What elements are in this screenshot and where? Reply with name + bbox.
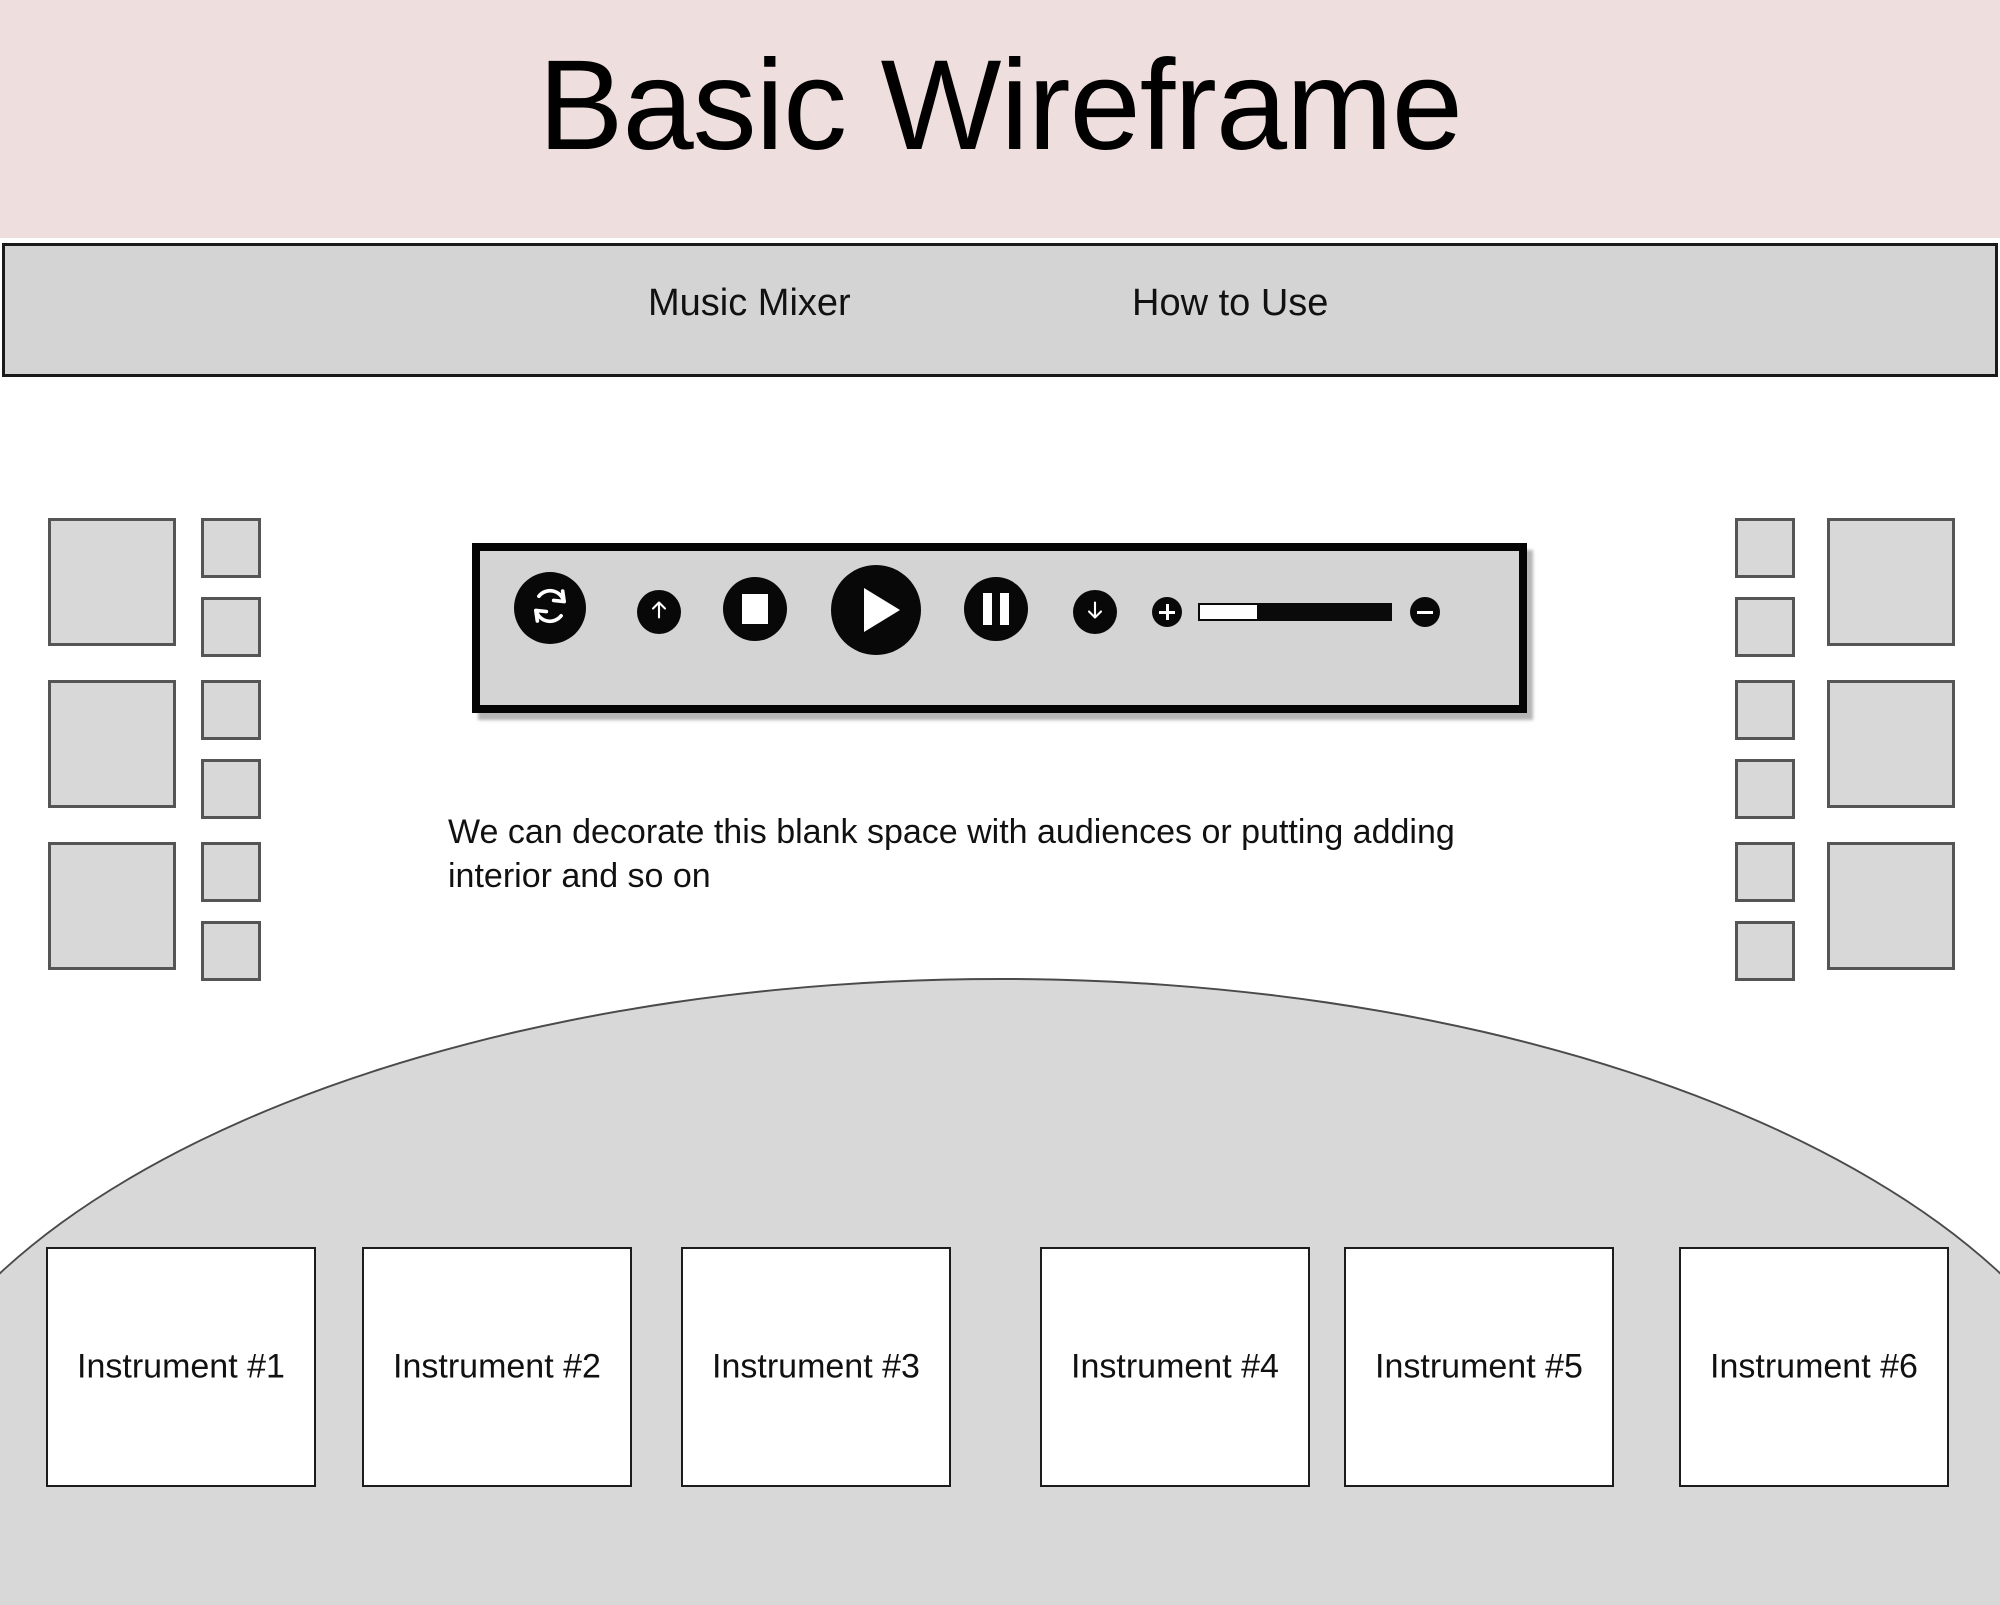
upload-button[interactable] — [637, 590, 681, 634]
loop-button[interactable] — [514, 572, 586, 644]
speaker-block-large[interactable] — [1827, 518, 1955, 646]
instrument-card[interactable]: Instrument #5 — [1344, 1247, 1614, 1487]
stop-icon — [742, 594, 768, 624]
speaker-block-small[interactable] — [1735, 842, 1795, 902]
speaker-block-small[interactable] — [1735, 518, 1795, 578]
instrument-card[interactable]: Instrument #6 — [1679, 1247, 1949, 1487]
instrument-label: Instrument #6 — [1710, 1347, 1918, 1386]
volume-increase-icon[interactable] — [1152, 597, 1182, 627]
speaker-block-large[interactable] — [1827, 680, 1955, 808]
speaker-group-left-3 — [48, 842, 268, 981]
instrument-label: Instrument #4 — [1071, 1347, 1279, 1386]
speaker-block-small[interactable] — [1735, 759, 1795, 819]
speaker-block-small[interactable] — [201, 921, 261, 981]
speaker-group-right-3 — [1735, 842, 1955, 981]
speaker-block-large[interactable] — [48, 518, 176, 646]
header-banner: Basic Wireframe — [0, 0, 2000, 238]
speaker-block-small[interactable] — [1735, 597, 1795, 657]
speaker-block-small[interactable] — [201, 597, 261, 657]
instrument-label: Instrument #1 — [77, 1347, 285, 1386]
speaker-block-large[interactable] — [48, 680, 176, 808]
pause-icon — [983, 593, 1009, 625]
blank-space-note: We can decorate this blank space with au… — [448, 813, 1455, 895]
speaker-block-large[interactable] — [48, 842, 176, 970]
speaker-block-small[interactable] — [201, 680, 261, 740]
volume-slider[interactable] — [1198, 603, 1392, 621]
download-button[interactable] — [1073, 590, 1117, 634]
page-title: Basic Wireframe — [538, 34, 1463, 177]
nav-item-how-to-use[interactable]: How to Use — [1132, 282, 1329, 324]
nav-bar: Music Mixer How to Use — [2, 243, 1998, 377]
instrument-label: Instrument #2 — [393, 1347, 601, 1386]
pause-button[interactable] — [964, 577, 1028, 641]
speaker-block-small[interactable] — [201, 518, 261, 578]
player-control-panel — [472, 543, 1527, 713]
speaker-block-small[interactable] — [201, 759, 261, 819]
instrument-card[interactable]: Instrument #4 — [1040, 1247, 1310, 1487]
speaker-group-right-1 — [1735, 518, 1955, 657]
volume-decrease-icon[interactable] — [1410, 597, 1440, 627]
speaker-group-left-1 — [48, 518, 268, 657]
instrument-row: Instrument #1 Instrument #2 Instrument #… — [0, 1247, 2000, 1487]
volume-control — [1152, 589, 1472, 637]
arrow-down-icon — [1083, 598, 1107, 627]
nav-item-music-mixer[interactable]: Music Mixer — [648, 282, 851, 324]
stop-button[interactable] — [723, 577, 787, 641]
speaker-block-small[interactable] — [1735, 921, 1795, 981]
instrument-card[interactable]: Instrument #2 — [362, 1247, 632, 1487]
play-button[interactable] — [831, 565, 921, 655]
instrument-card[interactable]: Instrument #1 — [46, 1247, 316, 1487]
speaker-group-right-2 — [1735, 680, 1955, 819]
speaker-block-large[interactable] — [1827, 842, 1955, 970]
speaker-group-left-2 — [48, 680, 268, 819]
arrow-up-icon — [647, 598, 671, 627]
volume-slider-fill — [1200, 605, 1257, 619]
instrument-label: Instrument #5 — [1375, 1347, 1583, 1386]
instrument-label: Instrument #3 — [712, 1347, 920, 1386]
instrument-card[interactable]: Instrument #3 — [681, 1247, 951, 1487]
loop-icon — [527, 583, 573, 634]
play-icon — [864, 588, 900, 632]
speaker-block-small[interactable] — [201, 842, 261, 902]
speaker-block-small[interactable] — [1735, 680, 1795, 740]
